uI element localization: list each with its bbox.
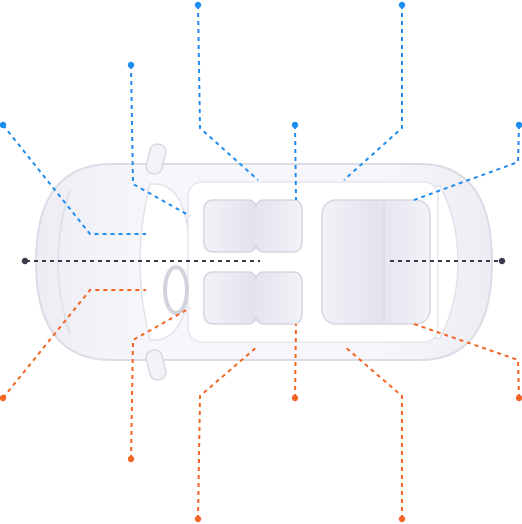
callout-dot-bottom-6	[515, 394, 522, 402]
callout-line-bottom-1	[2, 289, 146, 399]
callout-dot-top-1	[0, 121, 7, 129]
rear-bench-seat	[321, 199, 431, 325]
left-mirror	[145, 143, 167, 175]
callout-line-bottom-5	[343, 345, 403, 519]
callout-dot-top-6	[515, 121, 522, 129]
callout-dot-top-4	[291, 121, 299, 129]
bottom-callout-dots	[0, 394, 522, 523]
callout-dot-bottom-5	[398, 515, 406, 523]
callout-dot-top-2	[127, 61, 135, 69]
callout-dot-bottom-1	[0, 394, 7, 402]
callout-dot-top-3	[194, 1, 202, 9]
top-callout-dots	[0, 1, 522, 129]
center-axis-dot-left	[21, 257, 29, 265]
callout-line-top-3	[197, 4, 259, 181]
callout-dot-bottom-4	[291, 394, 299, 402]
callout-dot-bottom-3	[194, 515, 202, 523]
steering-wheel	[163, 265, 189, 315]
callout-line-top-1	[2, 124, 146, 235]
front-seat-right	[203, 271, 303, 325]
bottom-callouts	[2, 289, 520, 520]
seats	[203, 199, 431, 325]
callout-dot-top-5	[398, 1, 406, 9]
callout-line-top-2	[130, 64, 191, 217]
callout-line-top-5	[343, 5, 403, 181]
right-mirror	[145, 349, 167, 381]
center-axis-dot-right	[498, 257, 506, 265]
callout-dot-bottom-2	[127, 455, 135, 463]
front-seat-left	[203, 199, 303, 253]
center-axis-lines	[21, 257, 506, 265]
callout-line-bottom-3	[197, 345, 259, 520]
callout-line-bottom-2	[130, 307, 191, 460]
top-callouts	[2, 4, 520, 235]
